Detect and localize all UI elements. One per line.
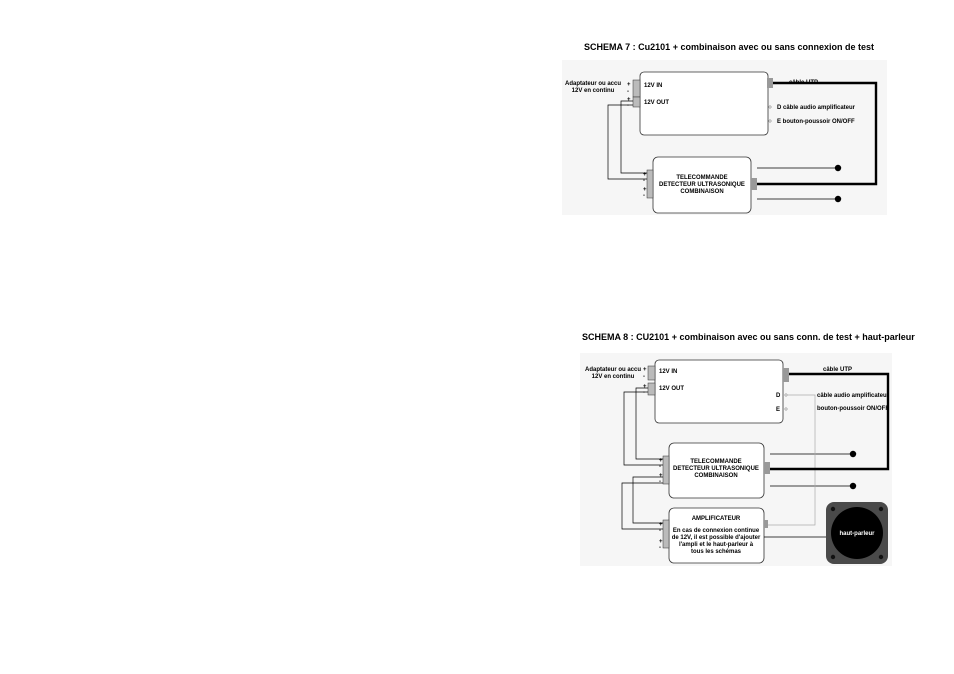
schema-7-out-terminal [632,96,641,108]
schema-7-utp-port [767,78,773,88]
speaker-screw-icon [830,506,836,512]
schema-7-remote-plus-1: + [643,172,647,178]
schema-7-in-terminal [632,79,641,98]
schema-8-amp-plus-2: + [659,539,663,545]
schema-8-remote-line-2: DETECTEUR ULTRASONIQUE [673,466,759,472]
schema-8-out-minus: - [643,390,645,396]
schema-8-remote-terminal [662,455,670,485]
schema-7-wire-end-2 [834,195,842,203]
schema-7-remote-minus-1: - [643,178,645,184]
schema-7: SCHEMA 7 : Cu2101 + combinaison avec ou … [562,42,887,215]
schema-8-amp-line-1: En cas de connexion continue [673,528,760,534]
schema-8-title: SCHEMA 8 : CU2101 + combinaison avec ou … [582,332,915,342]
speaker-label: haut-parleur [839,531,875,537]
schema-8-remote-minus-2: - [659,479,661,485]
schema-7-in-minus: - [627,89,629,95]
speaker-screw-icon [830,554,836,560]
schema-8-utp-port [783,368,789,382]
schema-7-remote-line-3: COMBINAISON [680,189,723,195]
schema-8-amp-line-3: l'ampli et le haut-parleur à [679,542,754,548]
speaker-screw-icon [878,554,884,560]
schema-8-out-label: 12V OUT [659,386,684,392]
schema-8-e-label: bouton-poussoir ON/OFF [817,406,889,412]
schema-8-audio-cable [768,394,816,526]
schema-8-remote-plus-1: + [659,458,663,464]
schema-7-utp-cable [757,81,878,186]
schema-8-amp-minus-1: - [659,528,661,534]
schema-8-remote-line-3: COMBINAISON [694,473,737,479]
schema-8-remote-minus-1: - [659,464,661,470]
schema-8-amp-line-4: tous les schémas [691,549,742,555]
schema-7-title: SCHEMA 7 : Cu2101 + combinaison avec ou … [584,42,874,52]
schema-8-amp-plus-1: + [659,522,663,528]
schema-8-source-label-2: 12V en continu [592,374,635,380]
schema-7-source-label-2: 12V en continu [572,88,615,94]
schema-8-remote-plus-2: + [659,473,663,479]
schema-8-source-label-1: Adaptateur ou accu [585,367,641,373]
schema-8-amp-terminal [662,519,670,549]
schema-7-out-label: 12V OUT [644,100,669,106]
schema-8-remote-line-1: TELECOMMANDE [690,459,741,465]
schema-8-utp-cable [770,372,890,471]
schema-8-remote-port [764,462,770,474]
schema-8-utp-label: câble UTP [823,367,852,373]
schema-7-in-plus: + [627,82,631,88]
schema-8-wire-end-1 [849,450,857,458]
schema-8-out-plus: + [643,384,647,390]
schema-7-d-label: D câble audio amplificateur [777,105,856,111]
schema-8-wires [621,387,853,538]
schema-7-in-label: 12V IN [644,83,662,89]
schema-8-out-terminal [647,382,656,396]
schema-8-d-port-label: D [776,393,781,399]
schema-7-wire-end-1 [834,164,842,172]
schema-8-in-plus: + [643,367,647,373]
schema-8-e-port-label: E [776,407,780,413]
schema-7-out-minus: - [627,103,629,109]
schema-7-remote-minus-2: - [643,193,645,199]
schema-8-e-port [784,407,788,411]
schema-8-d-label: câble audio amplificateur [817,393,890,399]
schema-7-source-label-1: Adaptateur ou accu [565,81,621,87]
schema-8-in-minus: - [643,374,645,380]
schema-7-wires [607,100,838,200]
speaker-screw-icon [878,506,884,512]
schema-7-e-label: E bouton-poussoir ON/OFF [777,119,855,125]
schema-7-remote-plus-2: + [643,187,647,193]
schema-7-remote-line-2: DETECTEUR ULTRASONIQUE [659,182,745,188]
schema-8: SCHEMA 8 : CU2101 + combinaison avec ou … [580,332,915,566]
schema-8-wire-end-2 [849,482,857,490]
schema-8-amp-minus-2: - [659,545,661,551]
schema-8-amp-line-2: de 12V, il est possible d'ajouter [672,535,761,541]
schema-7-remote-port [751,178,757,190]
schema-8-in-label: 12V IN [659,369,677,375]
speaker-cone-icon [831,507,883,559]
schema-8-amp-title: AMPLIFICATEUR [692,516,741,522]
schema-8-in-terminal [647,365,656,381]
schema-7-d-port [768,105,772,109]
schema-8-speaker: haut-parleur [826,502,888,564]
schema-7-remote-line-1: TELECOMMANDE [676,175,727,181]
schema-8-amp-port [764,520,768,528]
schema-7-remote-terminal [646,169,654,199]
schema-7-e-port [768,119,772,123]
schema-7-out-plus: + [627,97,631,103]
